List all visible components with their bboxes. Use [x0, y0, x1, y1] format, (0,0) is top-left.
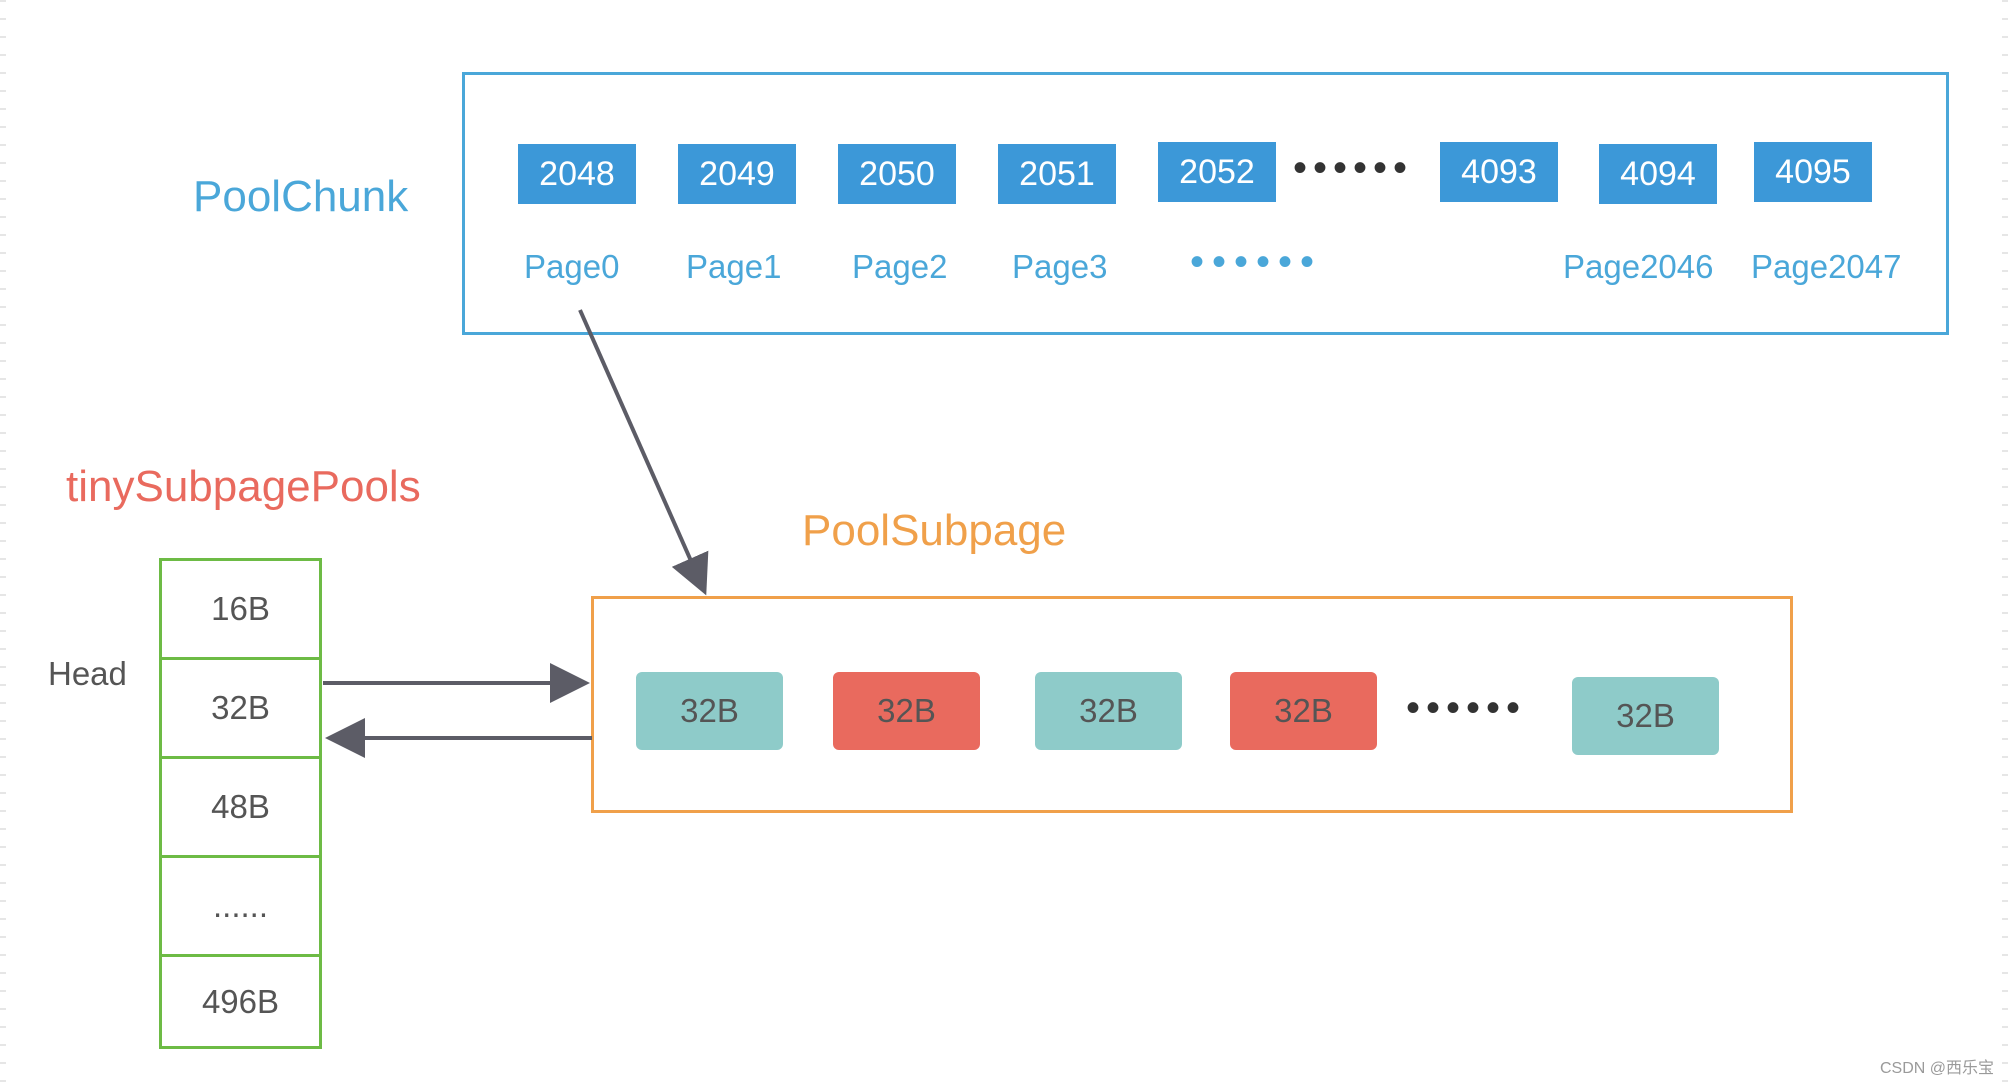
subpage-element-4: 32B	[1230, 672, 1377, 750]
tiny-cell-divider	[162, 855, 319, 858]
page-label-1: Page1	[686, 248, 782, 285]
canvas-edge-right	[2002, 0, 2008, 1092]
page-label-2046: Page2046	[1563, 248, 1714, 285]
tiny-cell-divider	[162, 657, 319, 660]
chunk-node-2049: 2049	[678, 144, 796, 204]
canvas-edge-left	[0, 0, 6, 1092]
chunk-node-2048: 2048	[518, 144, 636, 204]
tiny-cell-divider	[162, 756, 319, 759]
page-label-2: Page2	[852, 248, 948, 285]
tiny-cell-divider	[162, 954, 319, 957]
pool-subpage-title: PoolSubpage	[802, 506, 1067, 555]
chunk-node-4093: 4093	[1440, 142, 1558, 202]
page-label-0: Page0	[524, 248, 620, 285]
subpage-element-2: 32B	[833, 672, 980, 750]
chunk-node-2050: 2050	[838, 144, 956, 204]
subpage-element-1: 32B	[636, 672, 783, 750]
page0-to-subpage-arrow	[578, 309, 709, 596]
chunk-node-ellipsis: ••••••	[1293, 146, 1414, 190]
tiny-cell-32b: 32B	[211, 689, 270, 726]
tiny-cell-16b: 16B	[211, 590, 270, 627]
tiny-subpage-pools-list: 16B 32B 48B ...... 496B	[159, 558, 322, 1049]
pool-subpage-box	[591, 596, 1793, 813]
chunk-node-2052: 2052	[1158, 142, 1276, 202]
tiny-cell-ellipsis: ......	[212, 887, 268, 924]
subpage-element-ellipsis: ••••••	[1406, 686, 1527, 730]
page-label-2047: Page2047	[1751, 248, 1902, 285]
chunk-node-4095: 4095	[1754, 142, 1872, 202]
pool-chunk-box	[462, 72, 1949, 335]
watermark: CSDN @西乐宝	[1879, 1060, 1994, 1077]
page-label-ellipsis: ••••••	[1190, 240, 1323, 284]
chunk-node-4094: 4094	[1599, 144, 1717, 204]
tiny-cell-496b: 496B	[201, 982, 280, 1020]
tiny-cell-48b: 48B	[211, 788, 270, 825]
page-label-3: Page3	[1012, 248, 1108, 285]
pool-chunk-title: PoolChunk	[193, 172, 409, 221]
chunk-node-2051: 2051	[998, 144, 1116, 204]
subpage-element-5: 32B	[1572, 677, 1719, 755]
tiny-subpage-pools-title: tinySubpagePools	[66, 462, 421, 511]
subpage-element-3: 32B	[1035, 672, 1182, 750]
head-label: Head	[48, 655, 127, 692]
